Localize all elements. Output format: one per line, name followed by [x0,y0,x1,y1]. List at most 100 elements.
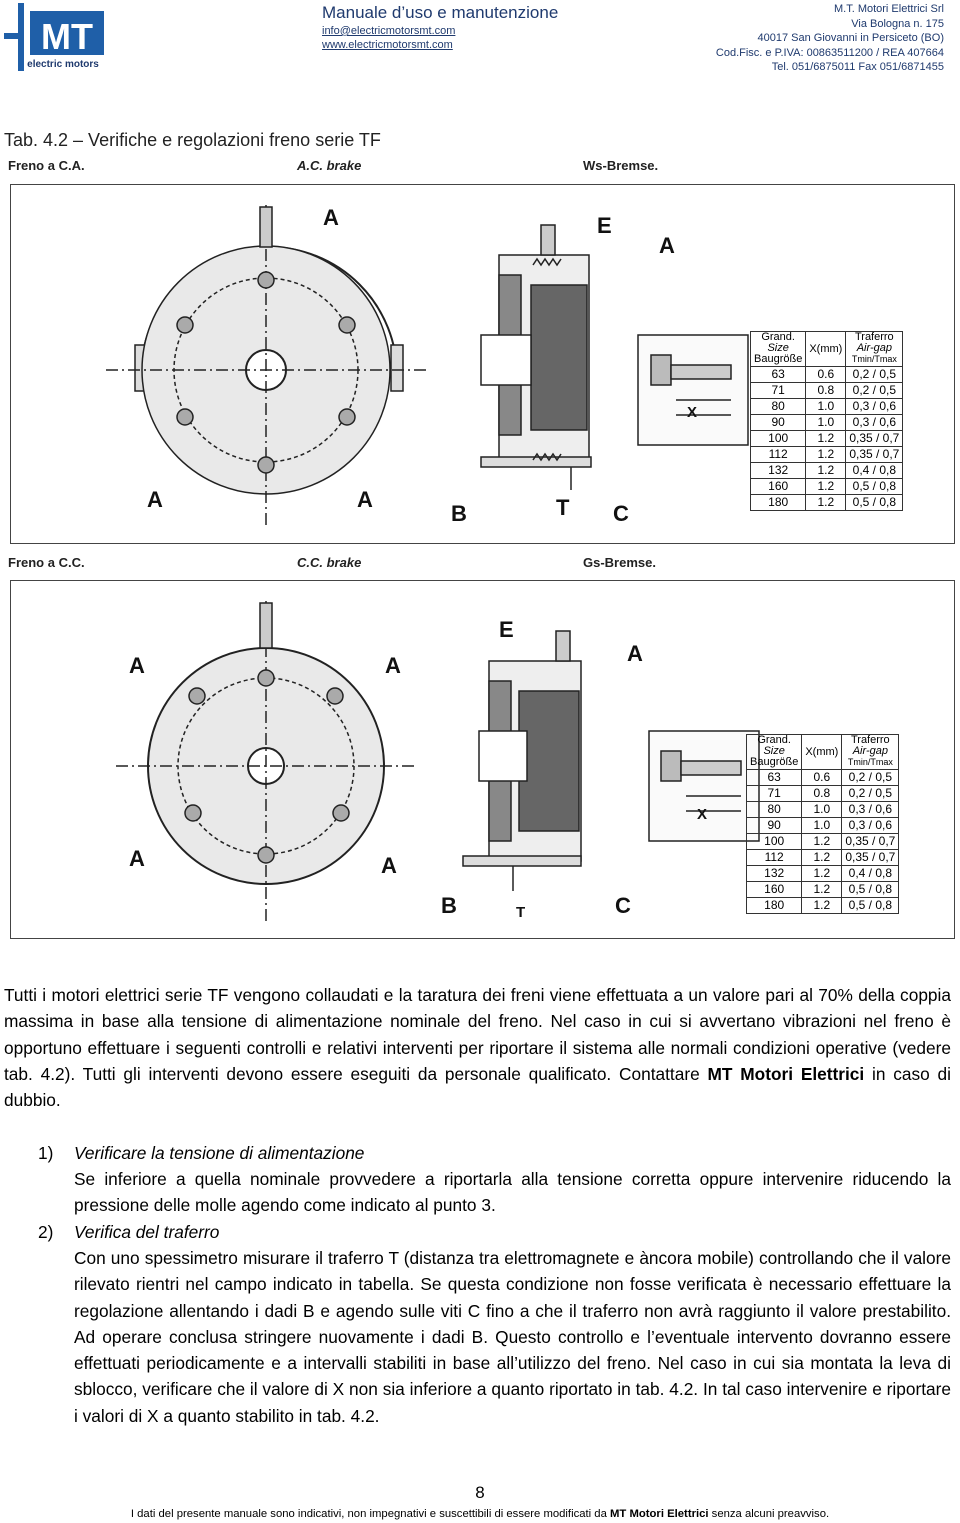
svg-text:A: A [659,233,675,258]
website-link[interactable]: www.electricmotorsmt.com [322,39,453,51]
table-cell: 71 [749,382,807,399]
svg-text:A: A [129,653,145,678]
svg-text:A: A [323,205,339,230]
header-center: Manuale d’uso e manutenzione info@electr… [322,2,622,52]
table-cell: 0.6 [805,366,847,383]
table-cell: 1.2 [801,849,843,866]
svg-text:electric motors: electric motors [27,59,99,70]
dc-brake-drawing: A A A A E A B T C X [116,601,760,921]
table-cell: 112 [749,446,807,463]
table-cell: 0,35 / 0,7 [845,446,904,463]
table-title: Tab. 4.2 – Verifiche e regolazioni freno… [4,130,381,150]
company-address: Via Bologna n. 175 [851,17,944,30]
list-body: Se inferiore a quella nominale provveder… [74,1169,951,1216]
svg-text:X: X [697,806,707,823]
table-cell: 0.8 [801,785,843,802]
fig1-caption-it: Freno a C.A. [8,158,85,173]
svg-text:B: B [451,501,467,526]
svg-text:A: A [381,853,397,878]
table-cell: 1.0 [801,801,843,818]
svg-text:T: T [556,495,570,520]
table-cell: 0,5 / 0,8 [845,478,904,495]
table-cell: 180 [745,897,803,914]
table-cell: 180 [749,494,807,511]
table-cell: 80 [749,398,807,415]
table-cell: 0,3 / 0,6 [845,398,904,415]
table-cell: 1.0 [805,414,847,431]
table-cell: 0,5 / 0,8 [841,881,900,898]
table-cell: 0,3 / 0,6 [841,801,900,818]
table-cell: 0,35 / 0,7 [845,430,904,447]
fig2-caption-de: Gs-Bremse. [583,555,656,570]
table-cell: 112 [745,849,803,866]
table-cell: 0,4 / 0,8 [841,865,900,882]
company-info: M.T. Motori Elettrici Srl Via Bologna n.… [644,2,944,75]
table-cell: 0,3 / 0,6 [841,817,900,834]
table-cell: 0,5 / 0,8 [841,897,900,914]
table-cell: 0,2 / 0,5 [841,785,900,802]
table-cell: 1.2 [805,494,847,511]
intro-paragraph: Tutti i motori elettrici serie TF vengon… [4,985,952,1111]
table-cell: 0,3 / 0,6 [845,414,904,431]
svg-text:E: E [597,213,612,238]
table-cell: 1.2 [801,897,843,914]
svg-text:B: B [441,893,457,918]
fig2-caption-en: C.C. brake [297,555,362,570]
email-link[interactable]: info@electricmotorsmt.com [322,25,456,37]
table-cell: 160 [749,478,807,495]
table-cell: 63 [745,769,803,786]
table-cell: 1.2 [805,462,847,479]
list-heading: Verifica del traferro [74,1222,220,1242]
fig1-caption-en: A.C. brake [297,158,362,173]
list-item: 1) Verificare la tensione di alimentazio… [38,1140,951,1220]
svg-text:A: A [357,487,373,512]
company-bold: MT Motori Elettrici [707,1063,865,1084]
table-cell: 1.2 [805,478,847,495]
x-header: X(mm) [801,734,843,770]
table-cell: 160 [745,881,803,898]
manual-title: Manuale d’uso e manutenzione [322,3,559,22]
company-logo: MT electric motors [4,3,108,71]
table-cell: 1.2 [801,865,843,882]
table-cell: 100 [745,833,803,850]
table-cell: 1.2 [801,881,843,898]
footer-disclaimer: I dati del presente manuale sono indicat… [130,1508,830,1520]
table-cell: 0.8 [805,382,847,399]
list-number: 2) [38,1222,54,1242]
company-tax: Cod.Fisc. e P.IVA: 00863511200 / REA 407… [715,46,944,59]
svg-text:A: A [627,641,643,666]
svg-text:A: A [129,846,145,871]
table-cell: 0,5 / 0,8 [845,494,904,511]
svg-text:A: A [147,487,163,512]
table-cell: 80 [745,801,803,818]
table-cell: 90 [745,817,803,834]
svg-text:X: X [687,404,697,421]
table-cell: 132 [745,865,803,882]
table-cell: 132 [749,462,807,479]
company-city: 40017 San Giovanni in Persiceto (BO) [757,32,945,45]
list-item: 2) Verifica del traferro Con uno spessim… [38,1219,951,1459]
company-phone: Tel. 051/6875011 Fax 051/6871455 [771,61,944,74]
table-cell: 0.6 [801,769,843,786]
svg-text:A: A [385,653,401,678]
table-cell: 63 [749,366,807,383]
table-cell: 90 [749,414,807,431]
list-body: Con uno spessimetro misurare il traferro… [74,1248,951,1426]
table-cell: 0,4 / 0,8 [845,462,904,479]
table-cell: 0,35 / 0,7 [841,833,900,850]
